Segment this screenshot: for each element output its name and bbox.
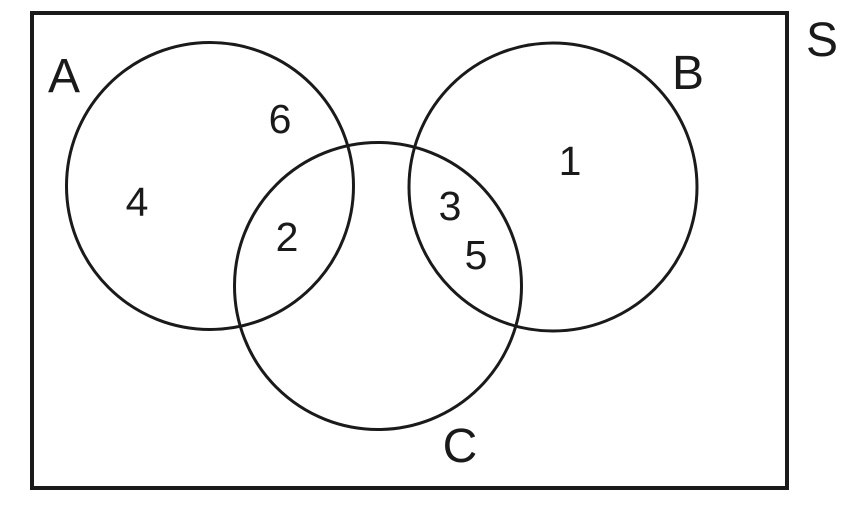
value-b-intersect-c-lower: 5	[465, 232, 488, 278]
universe-rectangle	[30, 11, 789, 490]
set-a-label: A	[48, 50, 80, 103]
set-c-label: C	[443, 420, 478, 473]
circle-set-c	[233, 141, 523, 431]
value-a-only-upper: 6	[269, 96, 292, 142]
value-a-intersect-c: 2	[276, 214, 299, 260]
value-b-only: 1	[559, 138, 582, 184]
universe-s-label: S	[806, 14, 838, 67]
circle-set-b	[407, 41, 699, 333]
circle-set-a	[65, 41, 355, 331]
value-b-intersect-c-upper: 3	[439, 183, 462, 229]
value-a-only-lower: 4	[126, 179, 149, 225]
set-b-label: B	[672, 47, 704, 100]
